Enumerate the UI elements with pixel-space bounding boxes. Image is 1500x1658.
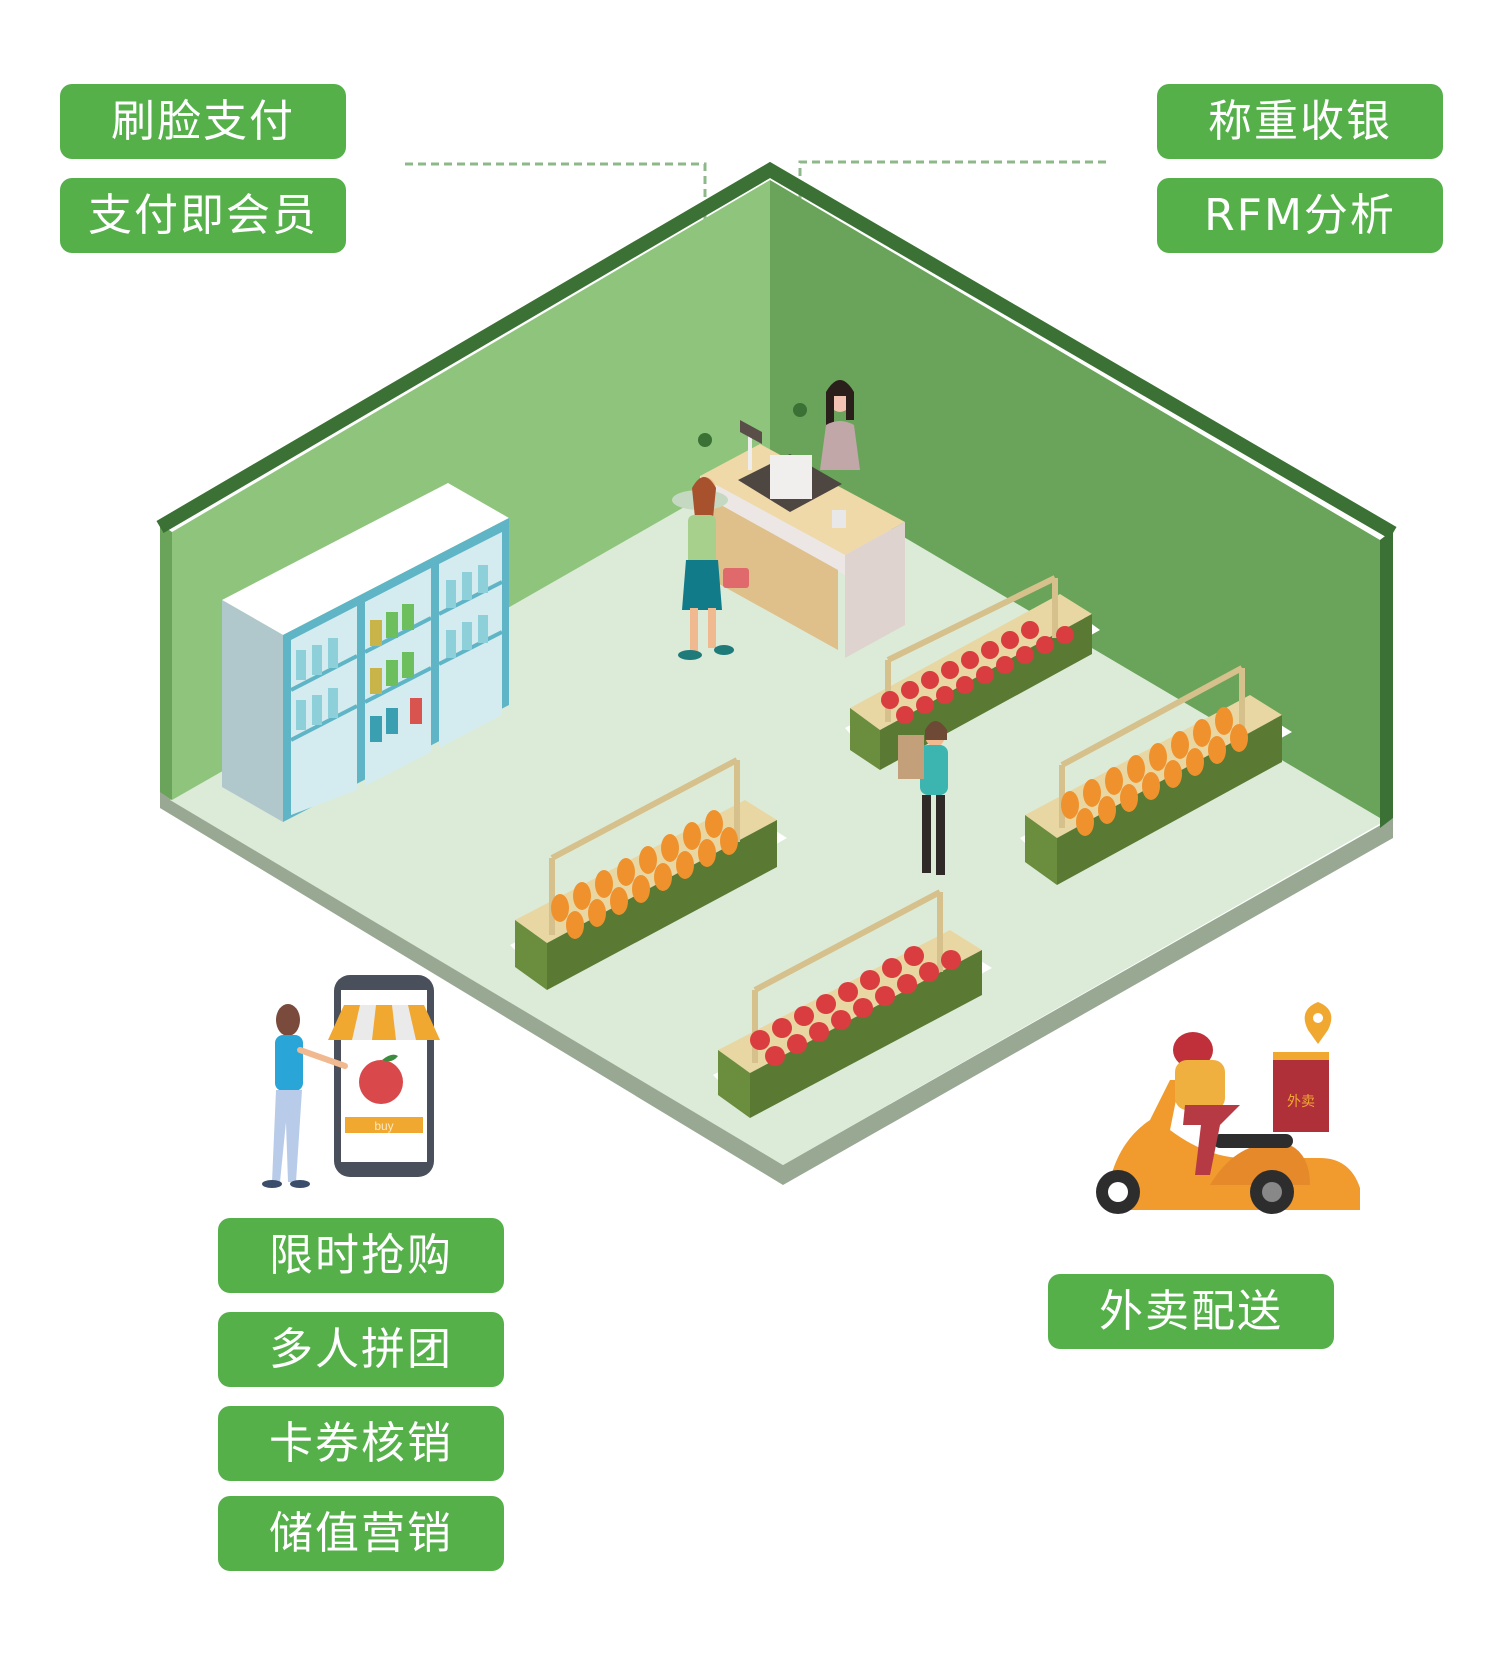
tag-label: 刷脸支付 (111, 95, 295, 147)
tag-label: 称重收银 (1208, 95, 1392, 147)
mobile-shop-phone: buy (328, 975, 440, 1177)
phone-buy-label: buy (374, 1119, 393, 1133)
phone-customer (262, 1004, 348, 1188)
tag-takeaway-delivery[interactable]: 外卖配送 (1048, 1274, 1334, 1349)
tomato-stand-front (713, 889, 992, 1118)
carrot-stand-left (510, 757, 787, 990)
tag-label: 外卖配送 (1099, 1285, 1283, 1337)
tag-label: 卡券核销 (269, 1417, 453, 1469)
phone-buy-button (345, 1117, 423, 1133)
tag-weighing-checkout[interactable]: 称重收银 (1157, 84, 1443, 159)
shopper (898, 721, 948, 875)
tag-label: 储值营销 (269, 1507, 453, 1559)
tag-coupon-redemption[interactable]: 卡券核销 (218, 1406, 504, 1481)
drink-fridge (222, 483, 509, 822)
cashier (820, 380, 860, 470)
carrot-stand-right (1020, 665, 1292, 885)
tag-rfm-analysis[interactable]: RFM分析 (1157, 178, 1443, 253)
tag-label: RFM分析 (1204, 189, 1396, 241)
wall-top-edge (156, 161, 1397, 540)
customer (672, 477, 749, 660)
tag-label: 限时抢购 (269, 1229, 453, 1281)
tag-label: 多人拼团 (269, 1323, 453, 1375)
tag-face-payment[interactable]: 刷脸支付 (60, 84, 346, 159)
tag-group-buy[interactable]: 多人拼团 (218, 1312, 504, 1387)
tag-stored-value-marketing[interactable]: 储值营销 (218, 1496, 504, 1571)
wall-right-cap (1380, 530, 1393, 828)
leader-dot-right (793, 403, 807, 417)
wall-right (770, 180, 1380, 818)
wall-left-cap (160, 524, 172, 800)
delivery-box-label: 外卖 (1287, 1094, 1315, 1110)
delivery-scooter: 外卖 (1096, 1002, 1360, 1214)
tag-flash-sale[interactable]: 限时抢购 (218, 1218, 504, 1293)
checkout-counter (700, 420, 905, 658)
tag-payment-membership[interactable]: 支付即会员 (60, 178, 346, 253)
tag-label: 支付即会员 (88, 189, 318, 241)
leader-dot-left (698, 433, 712, 447)
